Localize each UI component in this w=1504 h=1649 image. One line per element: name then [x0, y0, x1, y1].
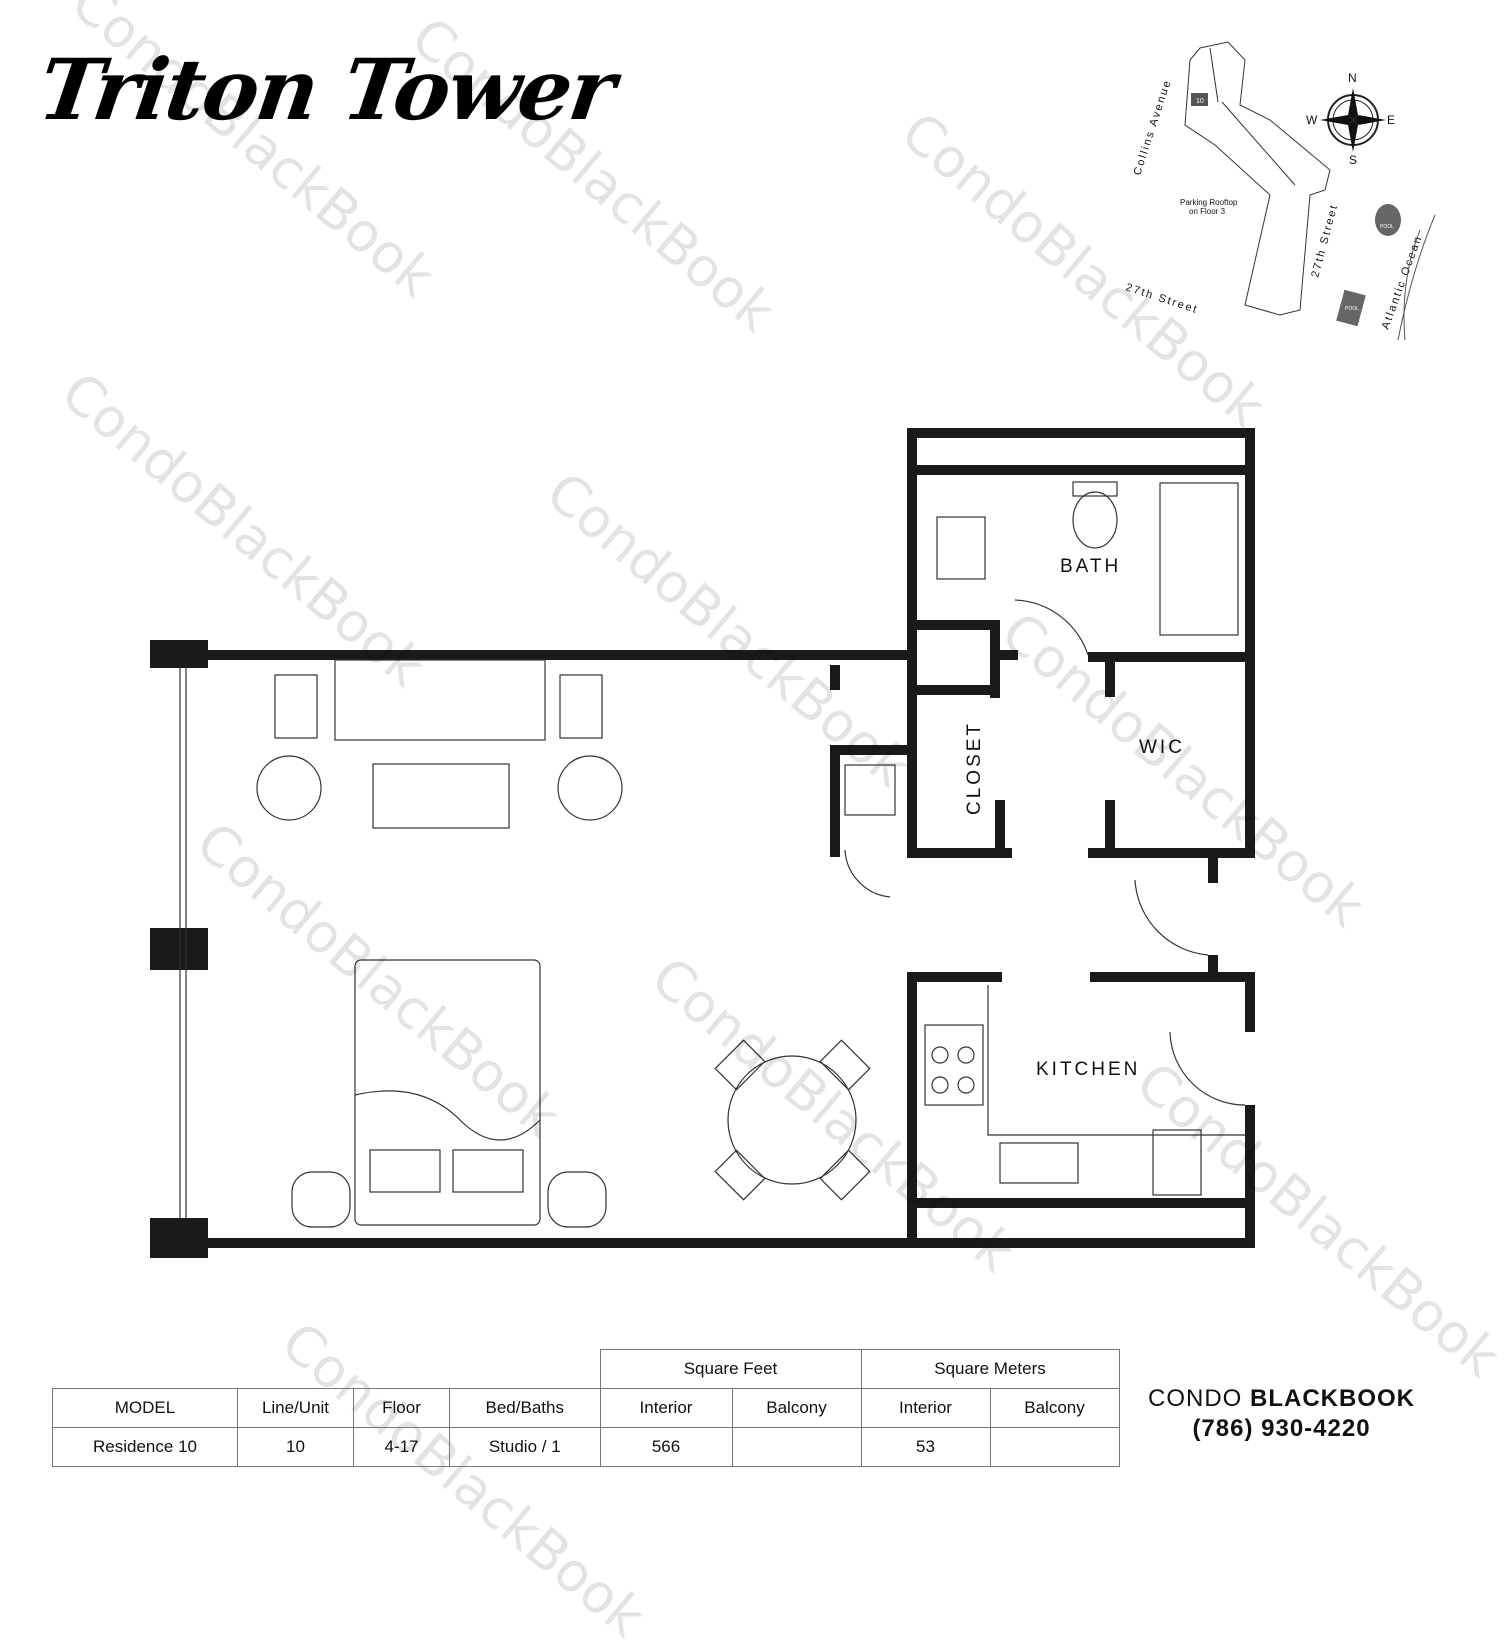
cell-sqm-interior: 53 [860, 1427, 991, 1467]
pool-shape [1375, 204, 1401, 236]
cell-bed-baths: Studio / 1 [449, 1427, 601, 1467]
parking-note: on Floor 3 [1189, 207, 1226, 216]
cell-sqft-balcony [731, 1427, 862, 1467]
pool-shape [1336, 289, 1366, 327]
table-row: Residence 10 10 4-17 Studio / 1 566 53 [52, 1427, 1120, 1467]
room-label-bath: BATH [1060, 556, 1121, 577]
walls [150, 428, 1255, 1258]
header-bed-baths: Bed/Baths [449, 1388, 601, 1428]
cell-floor: 4-17 [353, 1427, 450, 1467]
site-map: 10 Collins Avenue 27th Street 27th Stree… [1124, 41, 1436, 341]
header-sqft-balcony: Balcony [731, 1388, 862, 1428]
bed [354, 959, 541, 1226]
toilet [1072, 491, 1118, 549]
pool-label: POOL [1380, 224, 1394, 230]
group-header-sqm: Square Meters [860, 1349, 1120, 1389]
brand-name-bold: BLACKBOOK [1250, 1385, 1416, 1412]
parking-note: Parking Rooftop [1180, 198, 1238, 207]
compass-s: S [1349, 153, 1357, 167]
bathtub [1159, 482, 1239, 636]
dining-table [727, 1055, 857, 1185]
brand-phone: (786) 930-4220 [1192, 1415, 1371, 1442]
street-label: Collins Avenue [1131, 78, 1173, 177]
street-label: 27th Street [1124, 281, 1200, 316]
header-line-unit: Line/Unit [237, 1388, 354, 1428]
room-label-wic: WIC [1139, 737, 1185, 758]
building-footprint [1184, 41, 1331, 316]
header-model: MODEL [52, 1388, 238, 1428]
cell-line-unit: 10 [237, 1427, 354, 1467]
sofa [334, 659, 546, 741]
header-floor: Floor [353, 1388, 450, 1428]
brand-block: CONDO BLACKBOOK (786) 930-4220 [1148, 1384, 1415, 1444]
header-sqft-interior: Interior [599, 1388, 733, 1428]
ocean-label: Atlantic Ocean [1380, 233, 1425, 331]
compass-w: W [1306, 113, 1318, 127]
header-sqm-interior: Interior [860, 1388, 991, 1428]
stove [924, 1024, 984, 1106]
coffee-table [372, 763, 510, 829]
header-sqm-balcony: Balcony [989, 1388, 1120, 1428]
pool-label: POOL [1345, 306, 1359, 312]
cell-sqm-balcony [989, 1427, 1120, 1467]
brand-name-light: CONDO [1148, 1385, 1243, 1412]
street-label: 27th Street [1309, 202, 1340, 278]
sink [999, 1142, 1079, 1184]
unit-label: 10 [1196, 98, 1204, 105]
cell-sqft-interior: 566 [599, 1427, 733, 1467]
highlighted-unit-10 [1191, 93, 1208, 106]
room-label-closet: CLOSET [964, 721, 985, 815]
group-header-sqft: Square Feet [599, 1349, 862, 1389]
compass-e: E [1387, 113, 1395, 127]
cell-model: Residence 10 [52, 1427, 238, 1467]
fixtures-furniture [179, 481, 1246, 1228]
unit-info-table: Square Feet Square Meters MODEL Line/Uni… [52, 1349, 1120, 1467]
compass-rose-icon [1320, 88, 1386, 152]
compass-n: N [1348, 71, 1357, 85]
shower [936, 516, 986, 580]
room-label-kitchen: KITCHEN [1036, 1059, 1140, 1080]
floor-plan-drawing: 10 Collins Avenue 27th Street 27th Stree… [150, 41, 1436, 1258]
